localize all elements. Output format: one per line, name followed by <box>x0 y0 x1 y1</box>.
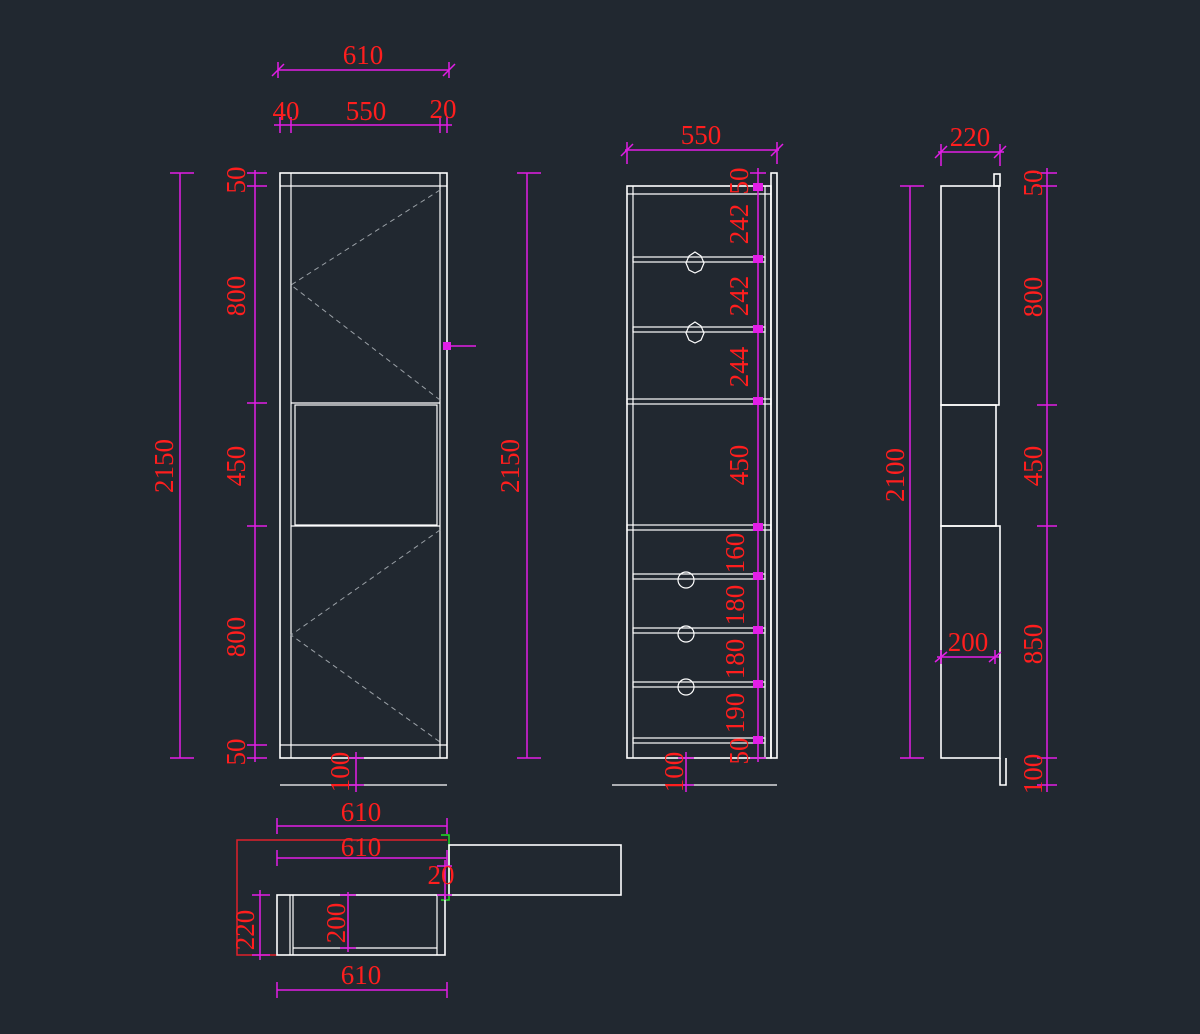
hook-symbol <box>677 571 695 589</box>
side-seg-bottom-label: 100 <box>1018 754 1048 795</box>
front-plinth-label: 100 <box>325 752 355 793</box>
interior-shelf <box>632 573 766 580</box>
front-cabinet-outline <box>279 172 448 759</box>
side-lower-section <box>940 525 1001 759</box>
interior-plinth-label: 100 <box>659 752 689 793</box>
plan-width-second-label: 610 <box>341 832 382 862</box>
upper-door-swing <box>290 189 441 401</box>
side-inner-depth-label: 200 <box>948 627 989 657</box>
interior-seg-top-label: 50 <box>724 168 754 195</box>
door-handle-grip <box>443 342 451 350</box>
interior-shelf <box>632 737 766 744</box>
interior-shelf <box>632 681 766 688</box>
interior-shelf-2-label: 242 <box>724 276 754 317</box>
front-width-right-label: 20 <box>430 94 457 124</box>
hook-symbol <box>685 251 705 274</box>
interior-shelf-1-label: 242 <box>724 204 754 245</box>
plan-depth-total-label: 220 <box>230 910 260 951</box>
lower-door-swing <box>290 529 441 743</box>
interior-lower-1-label: 160 <box>720 533 750 574</box>
interior-shelf <box>632 256 766 263</box>
interior-lower-3-label: 180 <box>720 639 750 680</box>
side-seg-top-label: 50 <box>1018 170 1048 197</box>
side-seg-upper-label: 800 <box>1018 277 1048 318</box>
interior-shelf <box>632 627 766 634</box>
side-seg-lower-label: 850 <box>1018 624 1048 665</box>
interior-view: 550 50 242 242 244 450 160 180 180 190 5… <box>612 120 784 793</box>
hook-symbol <box>685 321 705 344</box>
plan-cabinet-outline <box>276 894 446 956</box>
side-upper-section <box>940 185 1000 406</box>
front-width-inner-label: 550 <box>346 96 387 126</box>
interior-shelf <box>626 524 772 531</box>
interior-lower-2-label: 180 <box>720 585 750 626</box>
hook-symbol <box>677 678 695 696</box>
plan-width-top-label: 610 <box>341 797 382 827</box>
interior-shelf-3-label: 244 <box>724 346 754 387</box>
front-seg-top-label: 50 <box>221 167 251 194</box>
interior-width-label: 550 <box>681 120 722 150</box>
side-height-total-label: 2100 <box>880 448 910 502</box>
interior-seg-middle-label: 450 <box>724 445 754 486</box>
front-seg-lower-door-label: 800 <box>221 617 251 658</box>
front-seg-upper-door-label: 800 <box>221 276 251 317</box>
interior-lower-4-label: 190 <box>720 693 750 734</box>
side-middle-section <box>940 404 997 527</box>
side-view: 220 2100 50 800 450 850 100 200 <box>880 122 1057 794</box>
side-depth-label: 220 <box>950 122 991 152</box>
interior-shelf <box>626 398 772 405</box>
plan-gap-label: 20 <box>428 860 455 890</box>
plan-extended-panel <box>448 844 622 896</box>
plan-view: 610 610 20 220 200 610 <box>230 797 622 998</box>
plan-depth-inner-label: 200 <box>321 903 351 944</box>
hook-symbol <box>677 625 695 643</box>
front-width-left-label: 40 <box>273 96 300 126</box>
front-height-total-2-label: 2150 <box>495 439 525 493</box>
front-view: 610 40 550 20 2150 50 800 450 800 50 215… <box>149 40 541 792</box>
front-middle-niche <box>294 404 438 526</box>
side-seg-middle-label: 450 <box>1018 446 1048 487</box>
front-width-total-label: 610 <box>343 40 384 70</box>
front-seg-bottom-label: 50 <box>221 739 251 766</box>
interior-shelf <box>632 326 766 333</box>
front-height-total-label: 2150 <box>149 439 179 493</box>
plan-width-bottom-label: 610 <box>341 960 382 990</box>
interior-seg-bottom-label: 50 <box>724 738 754 765</box>
front-seg-middle-label: 450 <box>221 446 251 487</box>
